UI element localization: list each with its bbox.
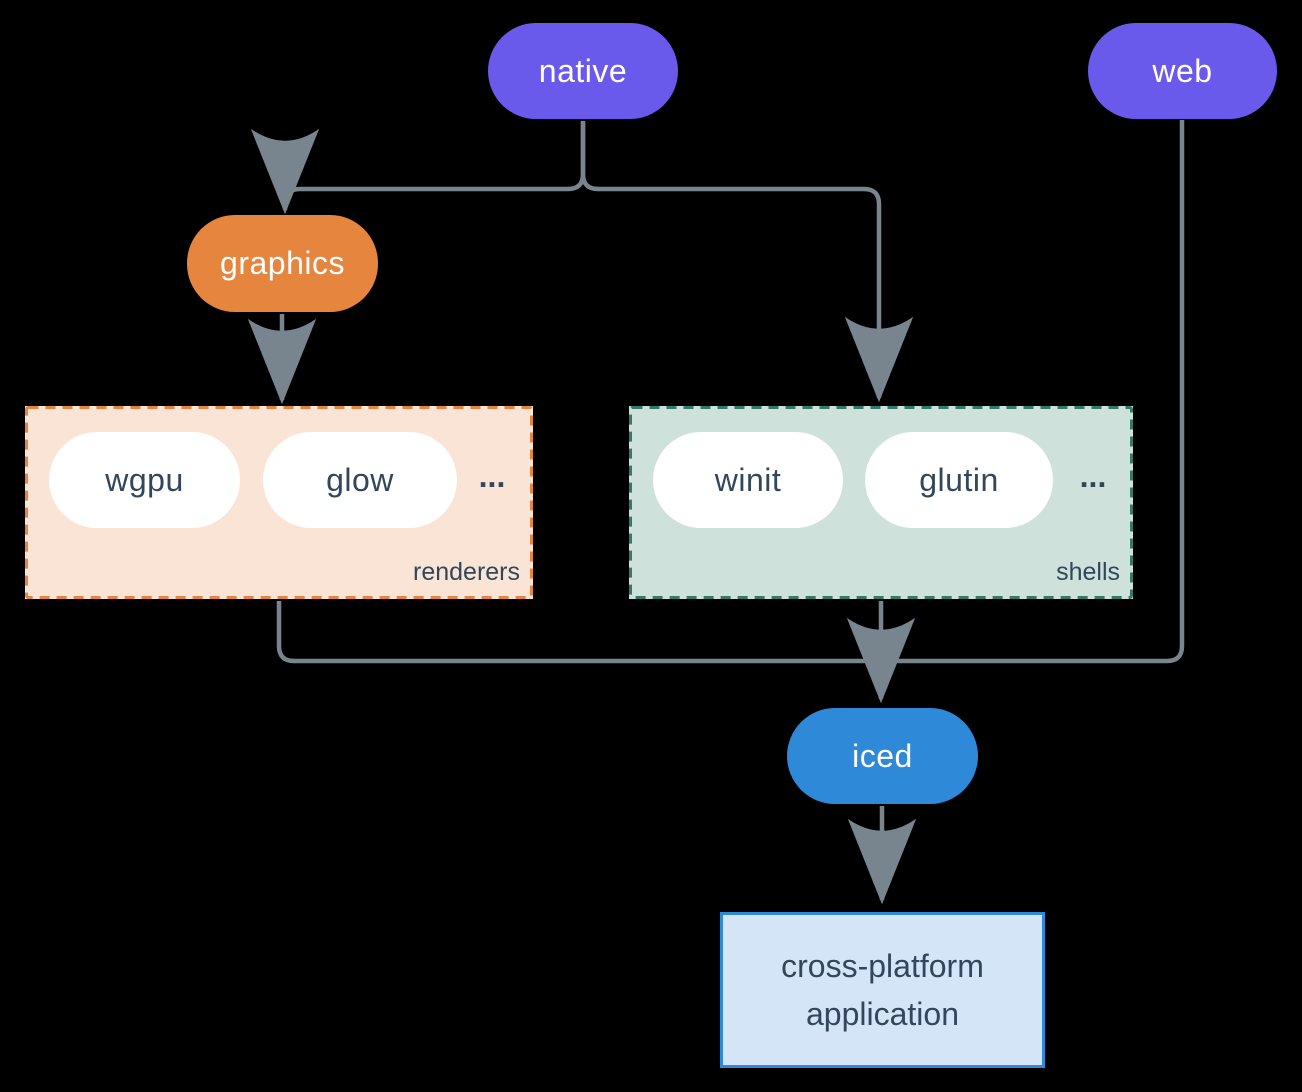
iced-node-label: iced — [852, 737, 913, 774]
web-node-label: web — [1152, 52, 1213, 89]
edge-renderers-to-junction — [276, 601, 881, 676]
glutin-node-label: glutin — [919, 461, 999, 498]
glow-node: glow — [263, 432, 457, 528]
cross-platform-application-node: cross-platform application — [720, 912, 1045, 1068]
winit-node-label: winit — [714, 461, 782, 498]
shells-ellipsis: ... — [1079, 458, 1107, 494]
glow-node-label: glow — [326, 461, 394, 498]
application-label-line1: cross-platform — [781, 948, 984, 984]
graphics-node: graphics — [187, 215, 378, 312]
application-label-line2: application — [806, 996, 959, 1032]
glutin-node: glutin — [865, 432, 1053, 528]
graphics-node-label: graphics — [220, 245, 345, 281]
native-node: native — [488, 23, 678, 119]
native-node-label: native — [538, 52, 628, 89]
renderers-ellipsis: ... — [478, 458, 506, 494]
wgpu-node-label: wgpu — [105, 461, 184, 498]
edge-native-to-shells — [580, 121, 914, 403]
renderers-group-label: renderers — [413, 558, 520, 586]
winit-node: winit — [653, 432, 843, 528]
edge-native-to-graphics — [250, 121, 586, 215]
iced-node: iced — [787, 708, 978, 804]
wgpu-node: wgpu — [49, 432, 240, 528]
shells-group-label: shells — [1056, 558, 1120, 586]
web-node: web — [1088, 23, 1277, 119]
